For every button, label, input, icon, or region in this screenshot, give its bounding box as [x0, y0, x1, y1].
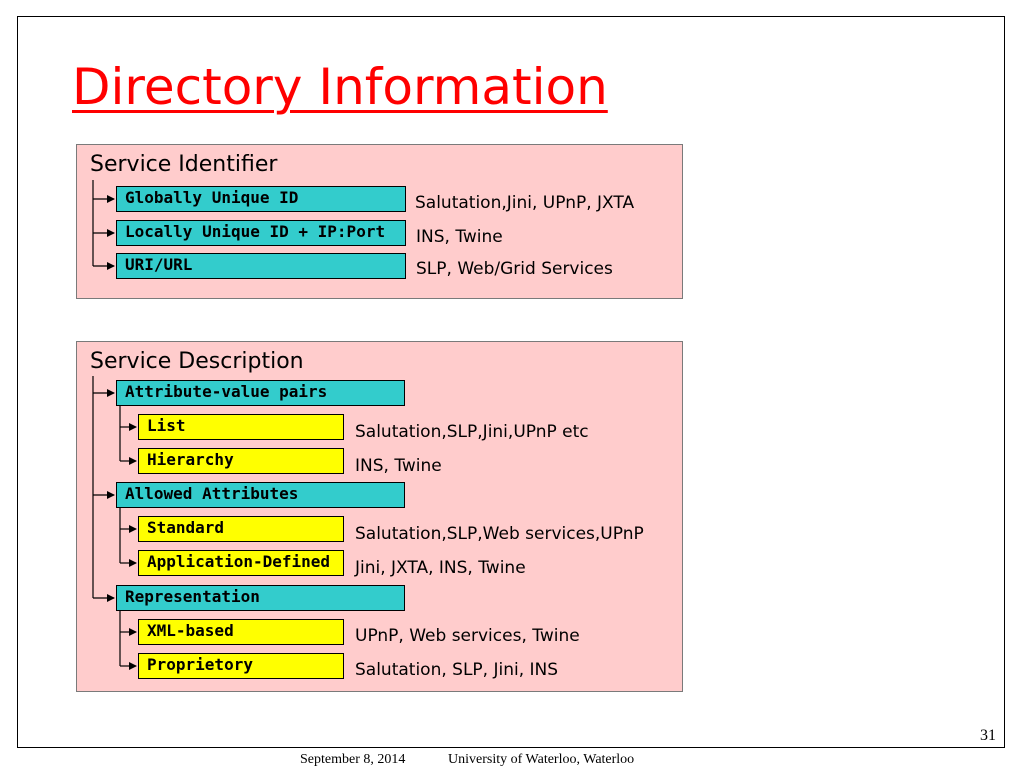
globally-unique-id-box: Globally Unique ID	[116, 186, 406, 212]
allowed-attributes-box: Allowed Attributes	[116, 482, 405, 508]
slide-frame	[17, 16, 1005, 748]
application-defined-box: Application-Defined	[138, 550, 344, 576]
list-systems: Salutation,SLP,Jini,UPnP etc	[355, 422, 589, 442]
application-defined-systems: Jini, JXTA, INS, Twine	[355, 558, 526, 578]
standard-box: Standard	[138, 516, 344, 542]
proprietory-systems: Salutation, SLP, Jini, INS	[355, 660, 559, 680]
locally-unique-id-systems: INS, Twine	[416, 227, 503, 247]
proprietory-box: Proprietory	[138, 653, 344, 679]
standard-systems: Salutation,SLP,Web services,UPnP	[355, 524, 644, 544]
service-description-heading: Service Description	[90, 349, 304, 374]
list-box: List	[138, 414, 344, 440]
attribute-value-pairs-box: Attribute-value pairs	[116, 380, 405, 406]
xml-based-systems: UPnP, Web services, Twine	[355, 626, 580, 646]
page-number: 31	[980, 727, 996, 744]
uri-url-systems: SLP, Web/Grid Services	[416, 259, 613, 279]
service-identifier-heading: Service Identifier	[90, 152, 278, 177]
footer-organization: University of Waterloo, Waterloo	[448, 752, 635, 767]
xml-based-box: XML-based	[138, 619, 344, 645]
hierarchy-box: Hierarchy	[138, 448, 344, 474]
footer-date: September 8, 2014	[300, 752, 406, 767]
globally-unique-id-systems: Salutation,Jini, UPnP, JXTA	[415, 193, 635, 213]
locally-unique-id-box: Locally Unique ID + IP:Port	[116, 220, 406, 246]
slide-title: Directory Information	[72, 58, 608, 116]
representation-box: Representation	[116, 585, 405, 611]
hierarchy-systems: INS, Twine	[355, 456, 442, 476]
uri-url-box: URI/URL	[116, 253, 406, 279]
